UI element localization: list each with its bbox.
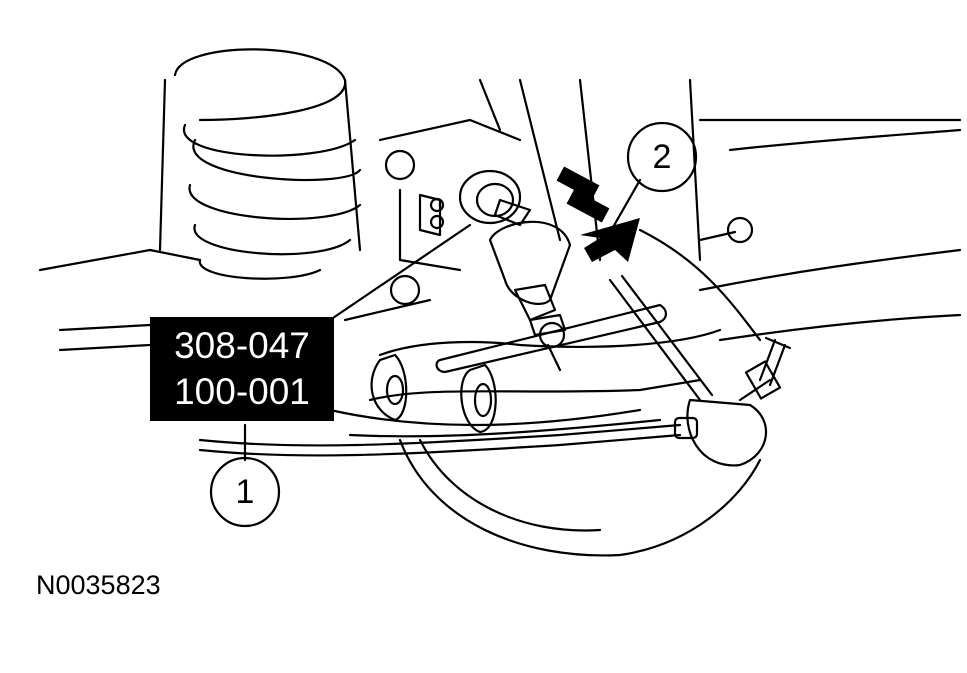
lower-control-arm [328, 328, 722, 438]
callout-circle-1 [209, 456, 281, 528]
tool-number-1: 308-047 [174, 325, 310, 366]
coil-spring [158, 48, 362, 280]
vehicle-structure [38, 78, 962, 352]
brake-cable [198, 416, 699, 457]
callout-number-2: 2 [652, 138, 672, 176]
tool-number-label: 308-047 100-001 [150, 317, 334, 421]
stabilizer-link [608, 274, 792, 467]
direction-arrow [556, 166, 640, 262]
callout-circle-2 [626, 121, 698, 193]
ball-joints [384, 149, 754, 306]
tool-number-2: 100-001 [174, 371, 310, 412]
bushing-puller-tool [435, 169, 668, 374]
figure-id: N0035823 [36, 570, 161, 600]
callout-number-1: 1 [235, 473, 255, 511]
wheel [398, 438, 762, 557]
